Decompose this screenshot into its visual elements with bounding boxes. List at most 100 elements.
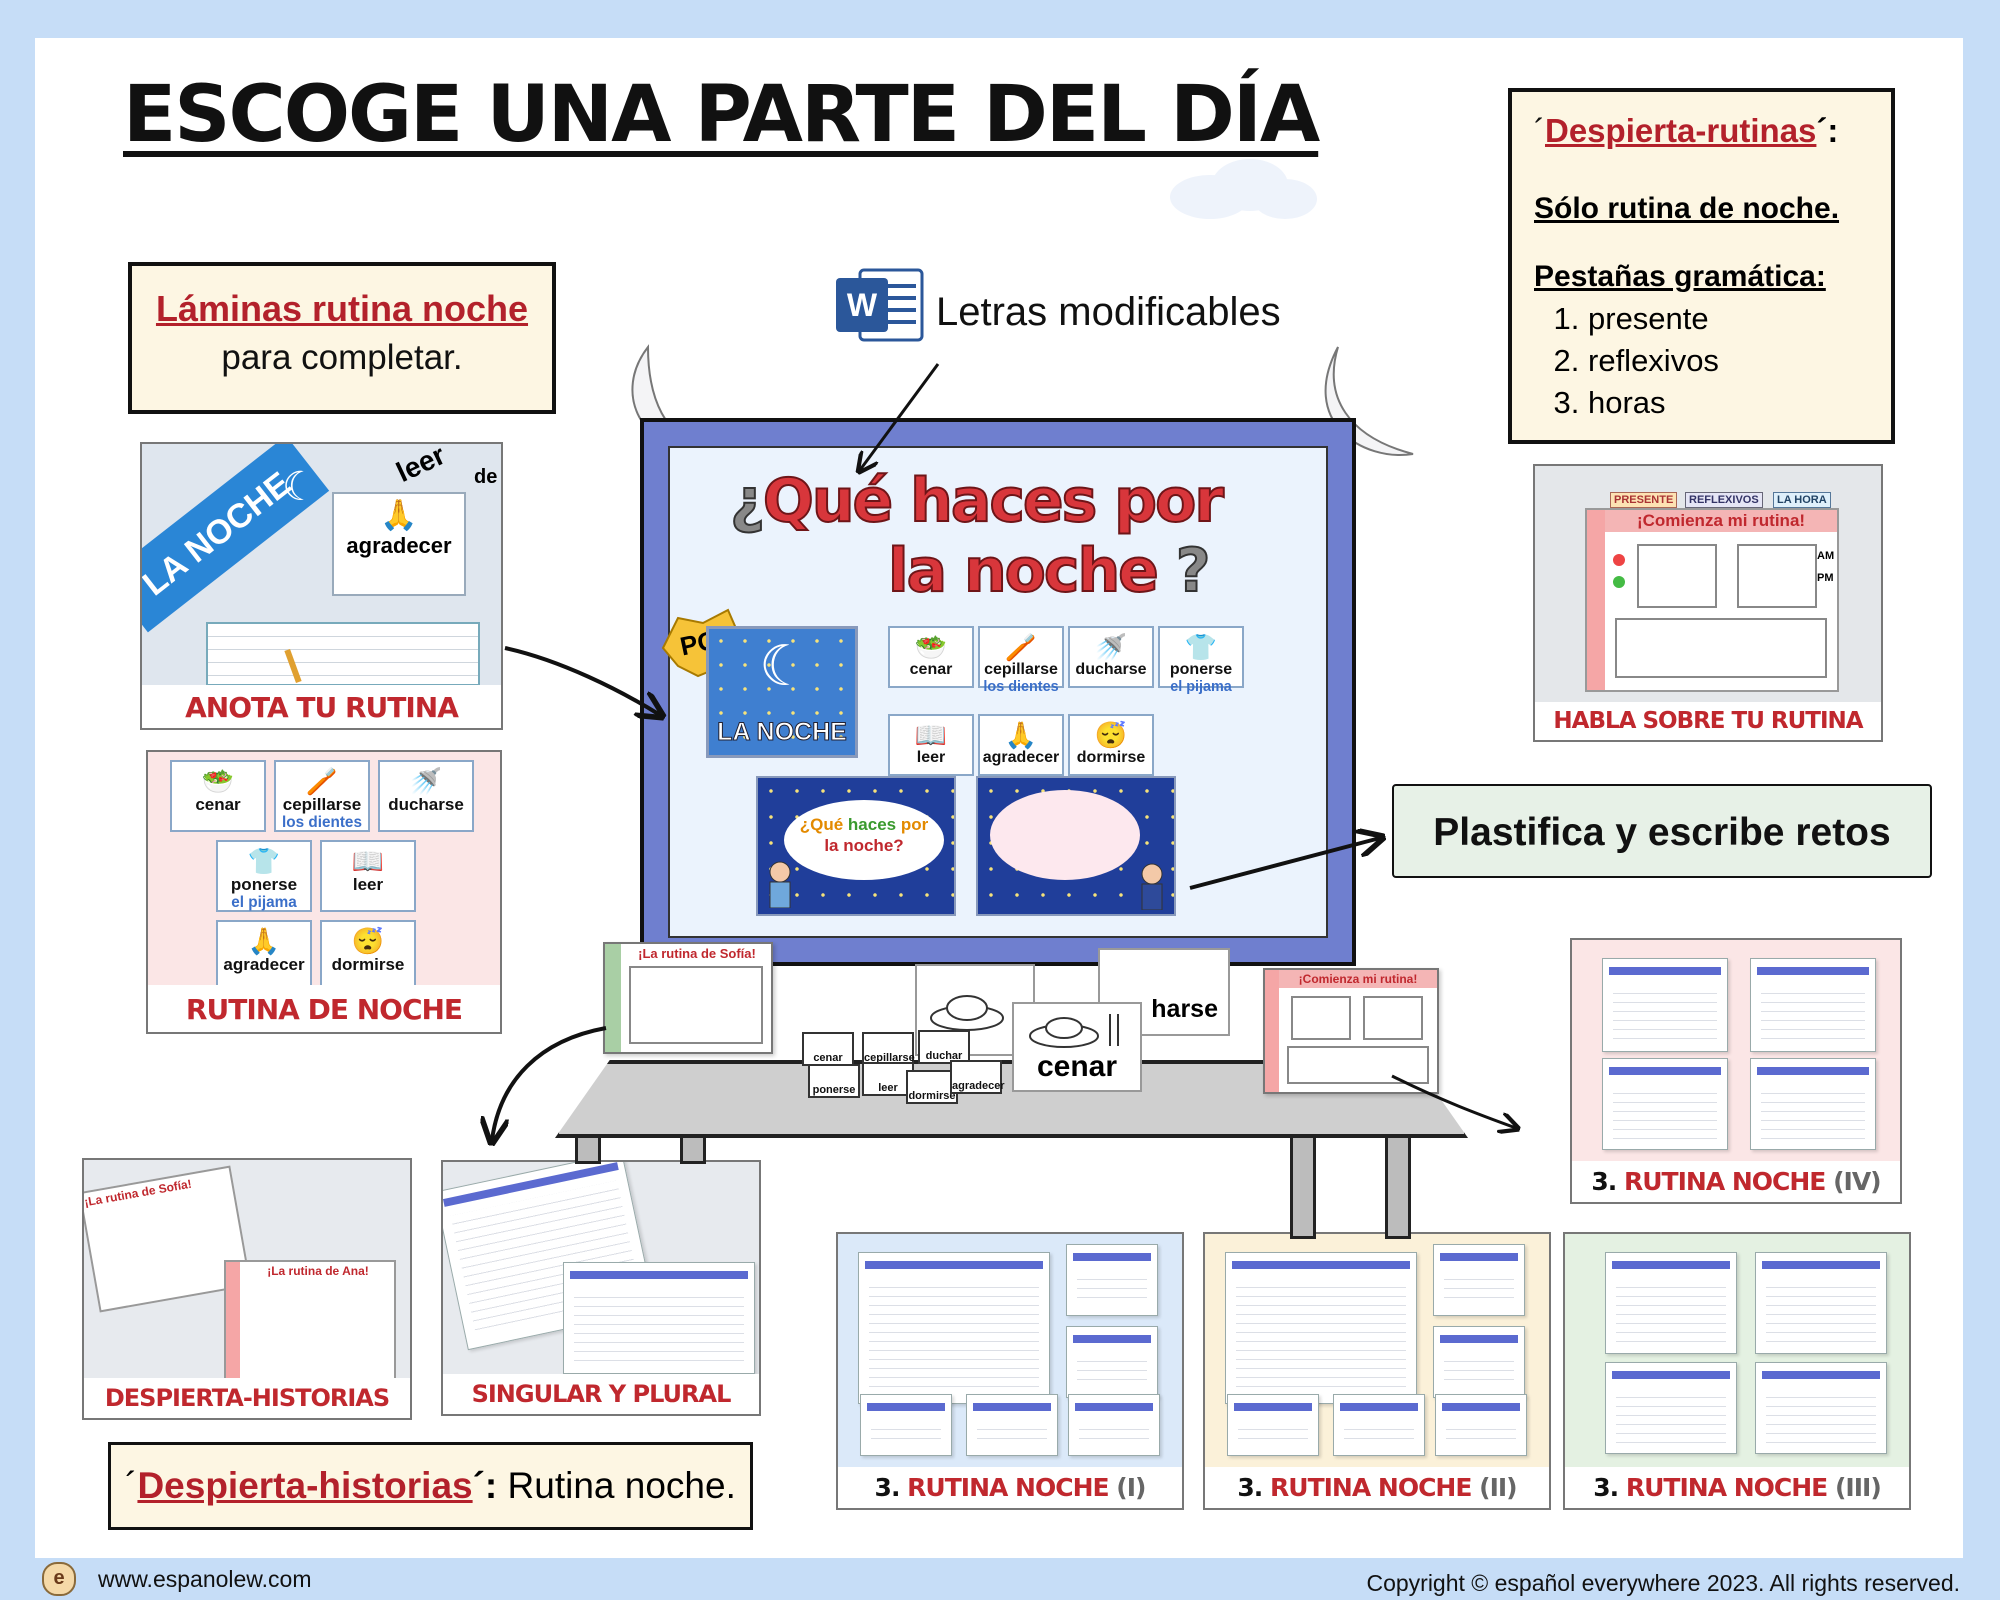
card-singular-y-plural: SINGULAR Y PLURAL [441, 1160, 761, 1416]
despierta-historias-box: ´Despierta-historias´: Rutina noche. [108, 1442, 753, 1530]
card-rutina-noche-2: 3. RUTINA NOCHE (II) [1203, 1232, 1551, 1510]
food-plate-icon: 🥗 [914, 632, 948, 662]
quote-open: ´ [1534, 112, 1545, 149]
small-flashcard-word: cepillarse [864, 1052, 915, 1064]
speech-card-1: ¿Qué haces por la noche? [756, 776, 956, 916]
quote-close: ´: [472, 1465, 498, 1506]
la-noche-card: ☾ LA NOCHE [706, 626, 858, 758]
tab-la-hora: LA HORA [1773, 492, 1831, 508]
vocab-word: cepillarse [984, 661, 1058, 678]
laminas-subtitle: para completar. [221, 338, 463, 377]
worksheet-thumb [1433, 1326, 1525, 1398]
worksheet-thumb [860, 1394, 952, 1456]
small-flashcard: leer [862, 1062, 914, 1096]
vocab-card-dormirse: 😴dormirse [1068, 714, 1154, 776]
quote-open: ´ [125, 1465, 138, 1506]
am-label: AM [1817, 550, 1835, 562]
pestanas-list: presente reflexivos horas [1534, 298, 1869, 424]
table-leg [1290, 1128, 1316, 1239]
toothbrush-icon: 🪥 [305, 766, 339, 796]
vocab-subword: el pijama [231, 893, 297, 911]
footer-copyright: Copyright © español everywhere 2023. All… [1366, 1570, 1960, 1596]
agradecer-word: agradecer [346, 533, 452, 558]
vocab-card-leer: 📖leer [888, 714, 974, 776]
historias-text: Rutina noche. [497, 1465, 736, 1506]
vocab-card-cenar: 🥗cenar [170, 760, 266, 832]
worksheet-thumb [1602, 958, 1728, 1052]
worksheet-thumb [1433, 1244, 1525, 1316]
pajama-icon: 👕 [247, 846, 281, 876]
child-avatar [764, 860, 796, 909]
card-habla-sobre-tu-rutina: PRESENTE REFLEXIVOS LA HORA ¡Comienza mi… [1533, 464, 1883, 742]
plastifica-text: Plastifica y escribe retos [1433, 811, 1891, 854]
card-caption: ANOTA TU RUTINA [142, 685, 501, 728]
toothbrush-icon: 🪥 [1004, 632, 1038, 662]
bulletin-board: ¿Qué haces por la noche ? POR ☾ LA NOCHE… [640, 418, 1356, 966]
vocab-word: cenar [195, 795, 241, 814]
pajama-icon: 👕 [1184, 632, 1218, 662]
vocab-subword: el pijama [1170, 678, 1232, 695]
la-noche-text: LA NOCHE [717, 718, 848, 747]
footer-website[interactable]: www.espanolew.com [98, 1566, 312, 1592]
vocab-word: cenar [909, 661, 953, 678]
worksheet-thumb [1602, 1058, 1728, 1150]
vocab-word: ponerse [1169, 661, 1233, 678]
sofia-label: ¡La rutina de Sofía! [83, 1176, 193, 1210]
board-question-line1: ¿Qué haces por [729, 465, 1225, 537]
vocab-card-agradecer: 🙏agradecer [978, 714, 1064, 776]
speech-card-2 [976, 776, 1176, 916]
card-caption: 3. RUTINA NOCHE (III) [1565, 1467, 1909, 1508]
board-question-line2: la noche ? [887, 535, 1212, 607]
solo-rutina-line: Sólo rutina de noche. [1534, 192, 1840, 225]
vocab-word: leer [352, 875, 384, 894]
plastifica-box: Plastifica y escribe retos [1392, 784, 1932, 878]
despierta-rutinas-title: Despierta-rutinas [1545, 112, 1817, 149]
page-title: ESCOGE UNA PARTE DEL DÍA [123, 70, 1320, 160]
vocab-card-ducharse: 🚿ducharse [378, 760, 474, 832]
pestanas-item: presente [1588, 298, 1869, 340]
flashcard-cenar: cenar [1012, 1002, 1142, 1092]
leer-word: leer [391, 442, 450, 489]
worksheet-thumb [1333, 1394, 1425, 1456]
pestanas-item: horas [1588, 382, 1869, 424]
sleeping-face-icon: 😴 [1094, 720, 1128, 750]
vocab-word: dormirse [1076, 749, 1146, 766]
praying-hands-icon: 🙏 [247, 926, 281, 956]
vocab-subword: los dientes [282, 813, 362, 831]
flashcard-harse-word: harse [1151, 995, 1218, 1023]
routine-banner: ¡Comienza mi rutina! [1605, 510, 1837, 532]
vocab-word: agradecer [223, 955, 305, 974]
vocab-word: ponerse [230, 875, 298, 894]
ana-label: ¡La rutina de Ana! [267, 1264, 369, 1278]
worksheet-thumb [858, 1252, 1050, 1404]
laminas-title: Láminas rutina noche [155, 288, 529, 329]
pm-label: PM [1817, 572, 1834, 584]
worksheet-strip [206, 622, 480, 686]
despierta-rutinas-box: ´Despierta-rutinas´: Sólo rutina de noch… [1508, 88, 1895, 444]
card-caption: HABLA SOBRE TU RUTINA [1535, 702, 1881, 740]
child-avatar [1136, 862, 1168, 911]
moon-icon: ☾ [759, 634, 810, 697]
worksheet-thumb [1227, 1394, 1319, 1456]
food-plate-icon [1024, 1010, 1124, 1050]
worksheet-thumb [1605, 1252, 1737, 1354]
small-flashcard: duchar [918, 1030, 970, 1064]
vocab-word: cepillarse [282, 795, 362, 814]
small-flashcard-word: dormirse [908, 1090, 956, 1102]
vocab-card-leer: 📖leer [320, 840, 416, 912]
vocab-card-cenar: 🥗cenar [888, 626, 974, 688]
moon-icon: ☾ [282, 465, 318, 509]
speech-bubble: ¿Qué haces por la noche? [784, 800, 944, 880]
card-despierta-historias: ¡La rutina de Sofía! ¡La rutina de Ana! … [82, 1158, 412, 1420]
card-rutina-noche-4: 3. RUTINA NOCHE (IV) [1570, 938, 1902, 1204]
flashcard-cenar-word: cenar [1036, 1050, 1118, 1083]
praying-hands-icon: 🙏 [380, 499, 418, 532]
book-icon: 📖 [914, 720, 948, 750]
agradecer-card: 🙏 agradecer [332, 492, 466, 596]
vocab-card-agradecer: 🙏agradecer [216, 920, 312, 992]
card-caption: 3. RUTINA NOCHE (IV) [1572, 1161, 1900, 1202]
tab-presente: PRESENTE [1610, 492, 1678, 508]
vocab-word: ducharse [388, 795, 464, 814]
